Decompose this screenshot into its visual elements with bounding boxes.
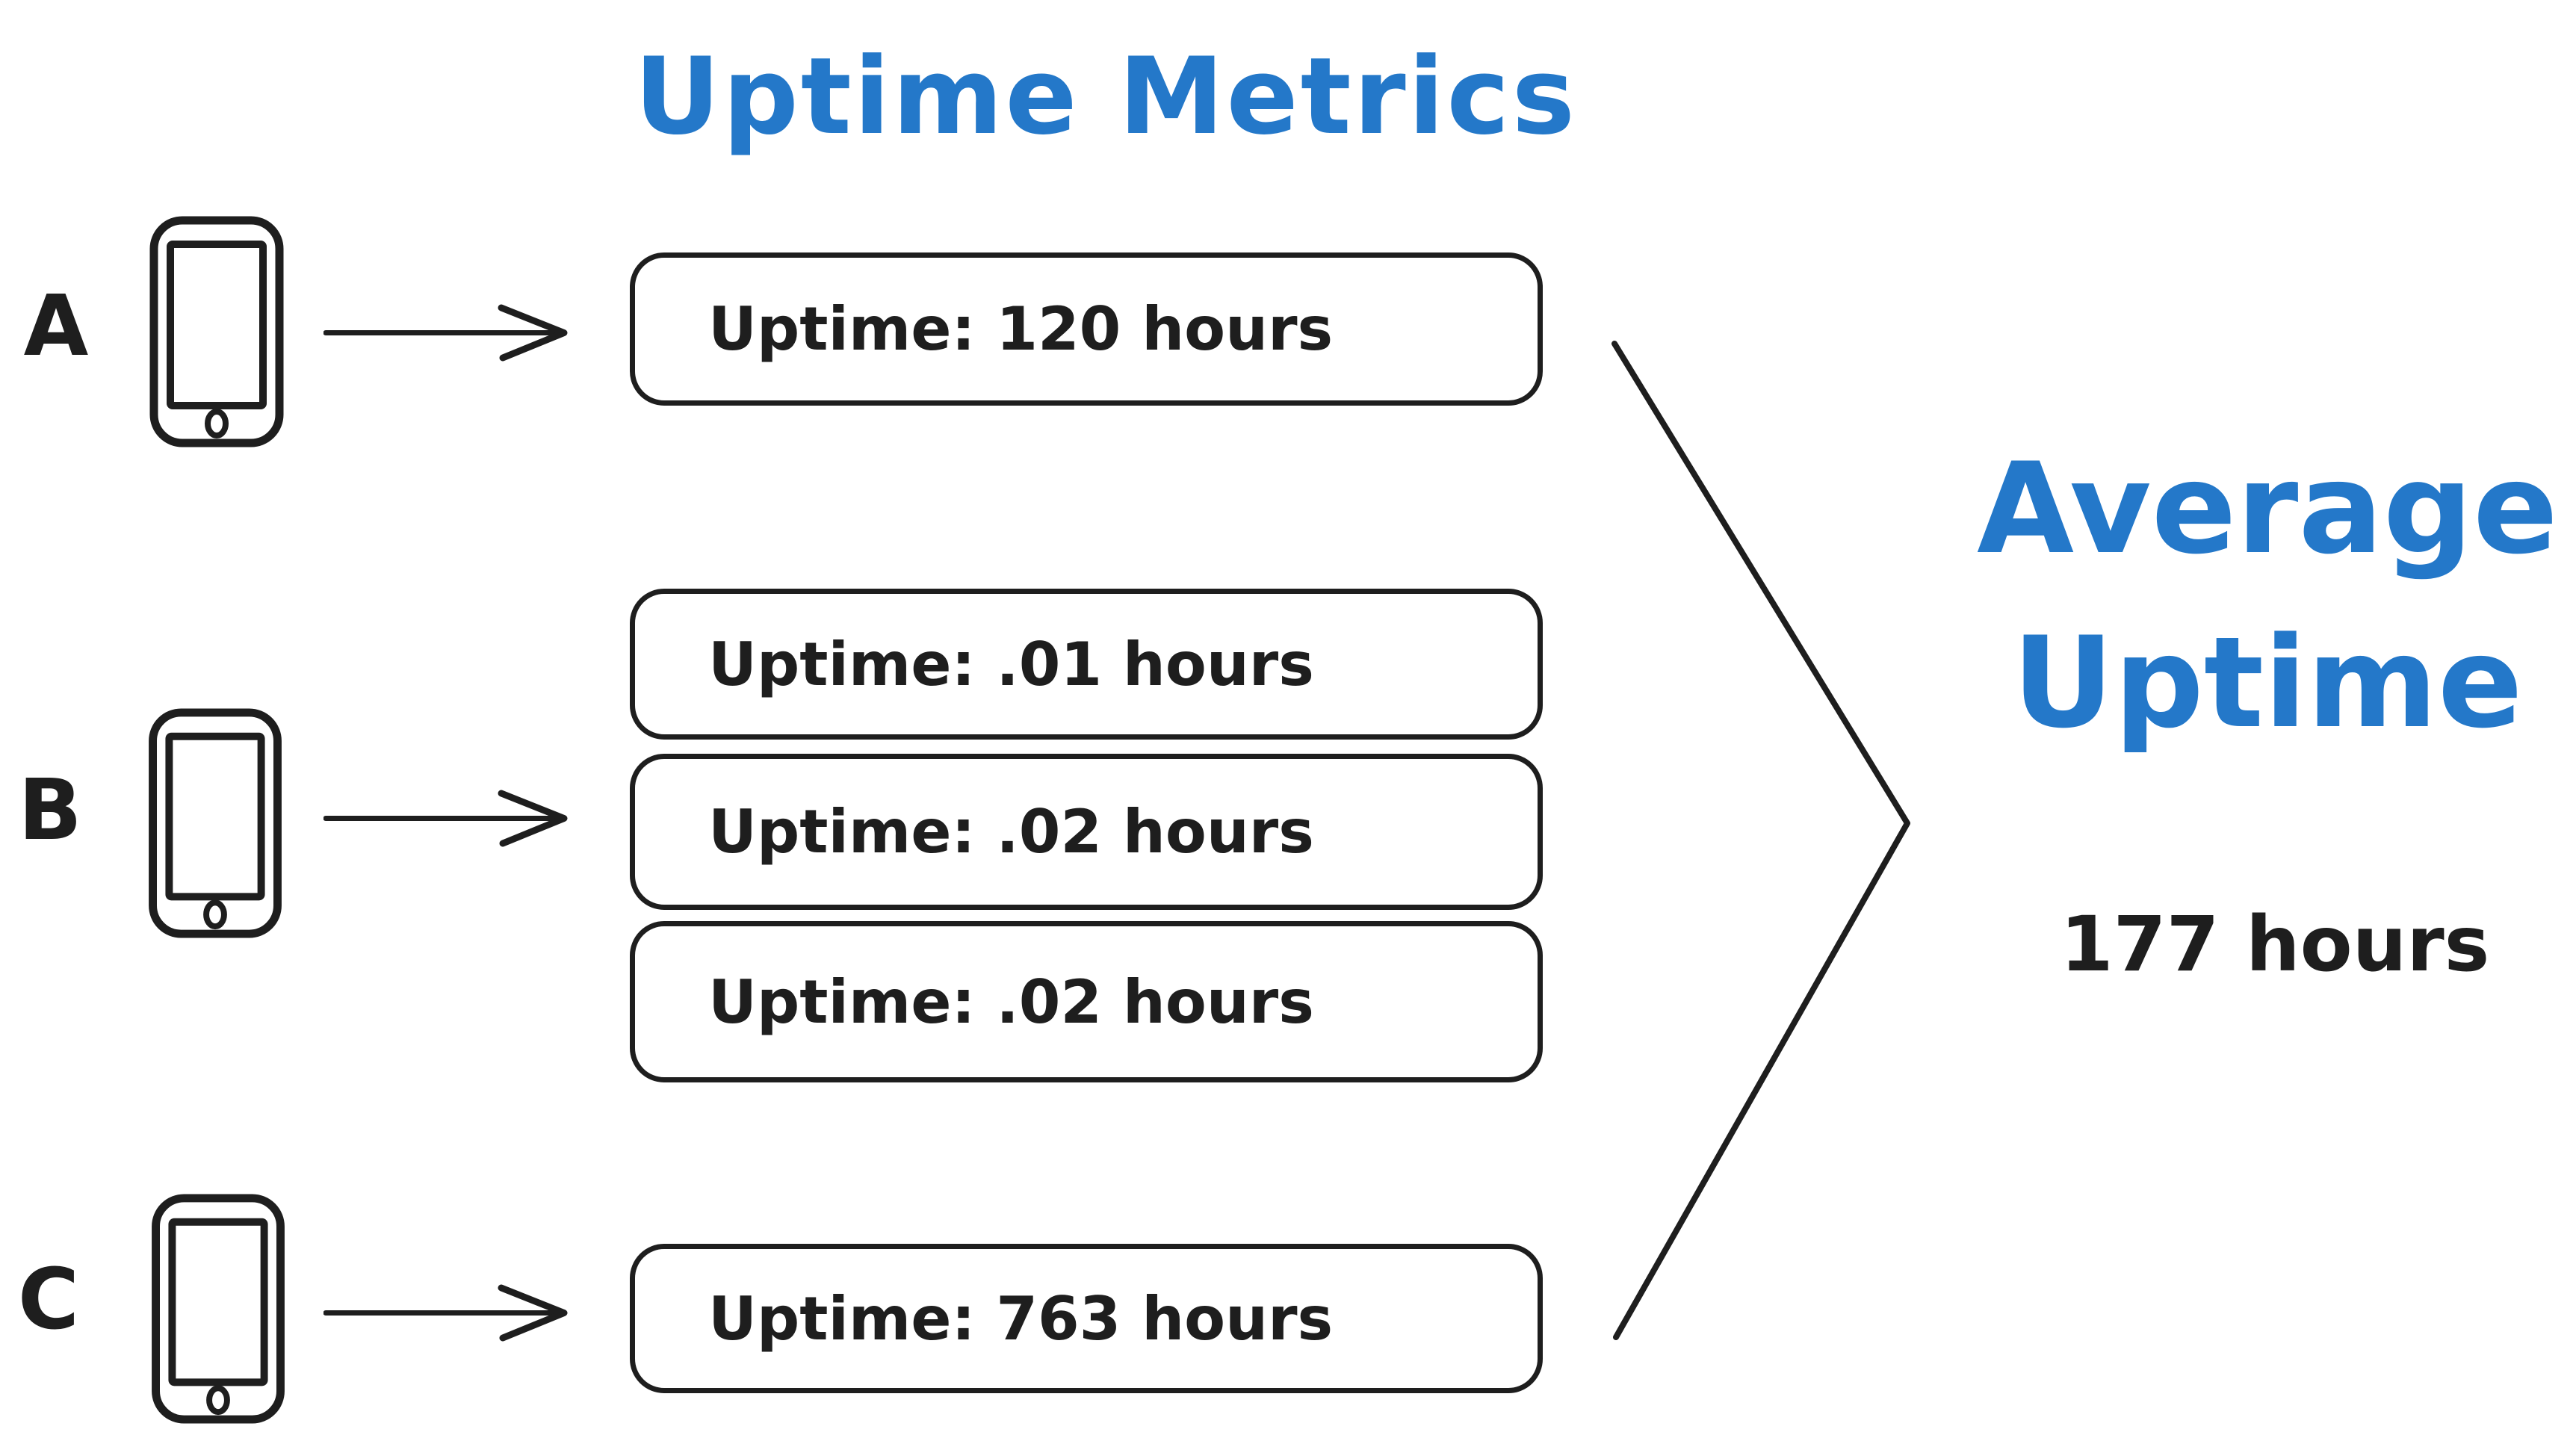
smartphone-icon: [151, 1194, 285, 1424]
average-uptime-heading-line1: Average: [1977, 436, 2558, 582]
average-uptime-heading: Average Uptime: [1957, 422, 2576, 770]
metric-box-label: Uptime: .02 hours: [708, 797, 1314, 867]
metric-box-label: Uptime: .02 hours: [708, 967, 1314, 1037]
metric-box: Uptime: .01 hours: [630, 589, 1543, 740]
device-b-label: B: [18, 762, 82, 859]
metric-box: Uptime: .02 hours: [630, 921, 1543, 1082]
smartphone-icon: [148, 708, 282, 938]
arrow-right-icon: [323, 783, 570, 854]
metric-box-label: Uptime: 120 hours: [708, 294, 1334, 364]
smartphone-icon: [149, 214, 284, 450]
average-uptime-heading-line2: Uptime: [2012, 610, 2523, 756]
device-a-label: A: [23, 278, 89, 375]
arrow-right-icon: [323, 297, 570, 368]
metric-box-label: Uptime: 763 hours: [708, 1283, 1334, 1354]
average-uptime-value: 177 hours: [2060, 900, 2490, 989]
metric-box: Uptime: 763 hours: [630, 1244, 1543, 1393]
device-c-label: C: [17, 1251, 80, 1348]
metric-box: Uptime: .02 hours: [630, 754, 1543, 910]
metric-box-label: Uptime: .01 hours: [708, 629, 1314, 699]
arrow-right-icon: [323, 1277, 570, 1348]
metric-box: Uptime: 120 hours: [630, 252, 1543, 406]
page-title: Uptime Metrics: [634, 35, 1578, 158]
converge-chevron-icon: [1591, 321, 1928, 1360]
